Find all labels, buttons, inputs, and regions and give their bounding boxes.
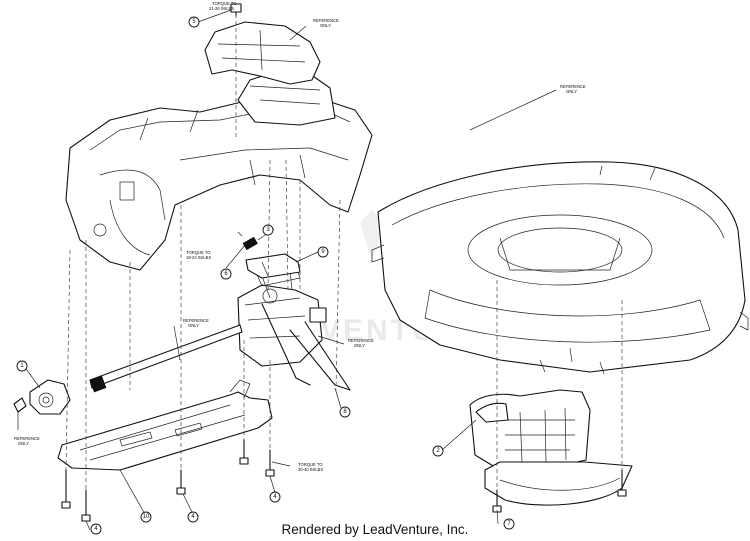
svg-text:REFERENCE: REFERENCE xyxy=(348,338,374,343)
mower-deck xyxy=(371,161,749,375)
callout-6[interactable]: 6 xyxy=(220,268,232,280)
discharge-baffle xyxy=(469,389,633,506)
axle-bushing xyxy=(13,379,71,415)
callout-4-a[interactable]: 4 xyxy=(269,491,281,503)
cable-bracket xyxy=(245,253,301,279)
svg-text:REFERENCE: REFERENCE xyxy=(560,84,586,89)
svg-text:ONLY: ONLY xyxy=(188,323,199,328)
svg-text:1: 1 xyxy=(20,363,24,369)
svg-text:TORQUE TO: TORQUE TO xyxy=(186,250,211,255)
deck-screw-head xyxy=(617,489,627,497)
transmission xyxy=(237,261,327,367)
footer-credit: Rendered by LeadVenture, Inc. xyxy=(281,522,469,537)
note-reference-deck: REFERENCE ONLY xyxy=(560,84,586,94)
bolts xyxy=(61,3,275,522)
svg-text:4: 4 xyxy=(94,526,98,532)
svg-text:18-24 IN/LBS: 18-24 IN/LBS xyxy=(186,255,211,260)
callout-9[interactable]: 9 xyxy=(317,246,329,258)
svg-text:ONLY: ONLY xyxy=(566,89,577,94)
svg-text:REFERENCE: REFERENCE xyxy=(14,436,40,441)
svg-text:ONLY: ONLY xyxy=(18,441,29,446)
callout-5[interactable]: 5 xyxy=(188,16,200,28)
rear-frame xyxy=(65,71,373,271)
svg-text:REFERENCE: REFERENCE xyxy=(183,318,209,323)
callout-8[interactable]: 8 xyxy=(339,406,351,418)
callout-1[interactable]: 1 xyxy=(16,360,28,372)
svg-text:ONLY: ONLY xyxy=(354,343,365,348)
svg-text:3: 3 xyxy=(266,227,270,233)
note-reference-axle: REFERENCE ONLY xyxy=(183,318,209,328)
svg-text:5: 5 xyxy=(192,19,196,25)
callout-4-c[interactable]: 4 xyxy=(90,523,102,535)
note-torque-21-26: TORQUE TO 21-26 IN/LBS xyxy=(209,1,237,11)
svg-text:30-40 IN/LBS: 30-40 IN/LBS xyxy=(298,467,323,472)
svg-text:9: 9 xyxy=(321,249,325,255)
spring xyxy=(237,231,258,251)
svg-text:REFERENCE: REFERENCE xyxy=(313,18,339,23)
svg-text:ONLY: ONLY xyxy=(320,23,331,28)
note-reference-shroud: REFERENCE ONLY xyxy=(313,18,339,28)
callout-4-b[interactable]: 4 xyxy=(187,511,199,523)
svg-text:4: 4 xyxy=(273,494,277,500)
callout-2[interactable]: 2 xyxy=(432,445,444,457)
svg-text:10: 10 xyxy=(143,514,150,520)
svg-text:2: 2 xyxy=(436,448,440,454)
svg-text:TORQUE TO: TORQUE TO xyxy=(298,462,323,467)
skid-plate xyxy=(57,379,273,471)
drive-axle xyxy=(89,324,243,393)
note-torque-18-24: TORQUE TO 18-24 IN/LBS xyxy=(186,250,211,260)
shroud-cover xyxy=(204,21,321,85)
note-torque-30-40: TORQUE TO 30-40 IN/LBS xyxy=(298,462,323,472)
note-reference-transmission: REFERENCE ONLY xyxy=(348,338,374,348)
note-reference-bushing: REFERENCE ONLY xyxy=(14,436,40,446)
svg-text:8: 8 xyxy=(343,409,347,415)
callout-3[interactable]: 3 xyxy=(262,224,274,236)
svg-text:4: 4 xyxy=(191,514,195,520)
svg-text:21-26 IN/LBS: 21-26 IN/LBS xyxy=(209,6,234,11)
svg-text:6: 6 xyxy=(224,271,228,277)
svg-text:TORQUE TO: TORQUE TO xyxy=(212,1,237,6)
callout-10[interactable]: 10 xyxy=(140,511,152,523)
svg-text:7: 7 xyxy=(507,521,511,527)
control-rod xyxy=(261,303,351,391)
callout-7[interactable]: 7 xyxy=(503,518,515,530)
